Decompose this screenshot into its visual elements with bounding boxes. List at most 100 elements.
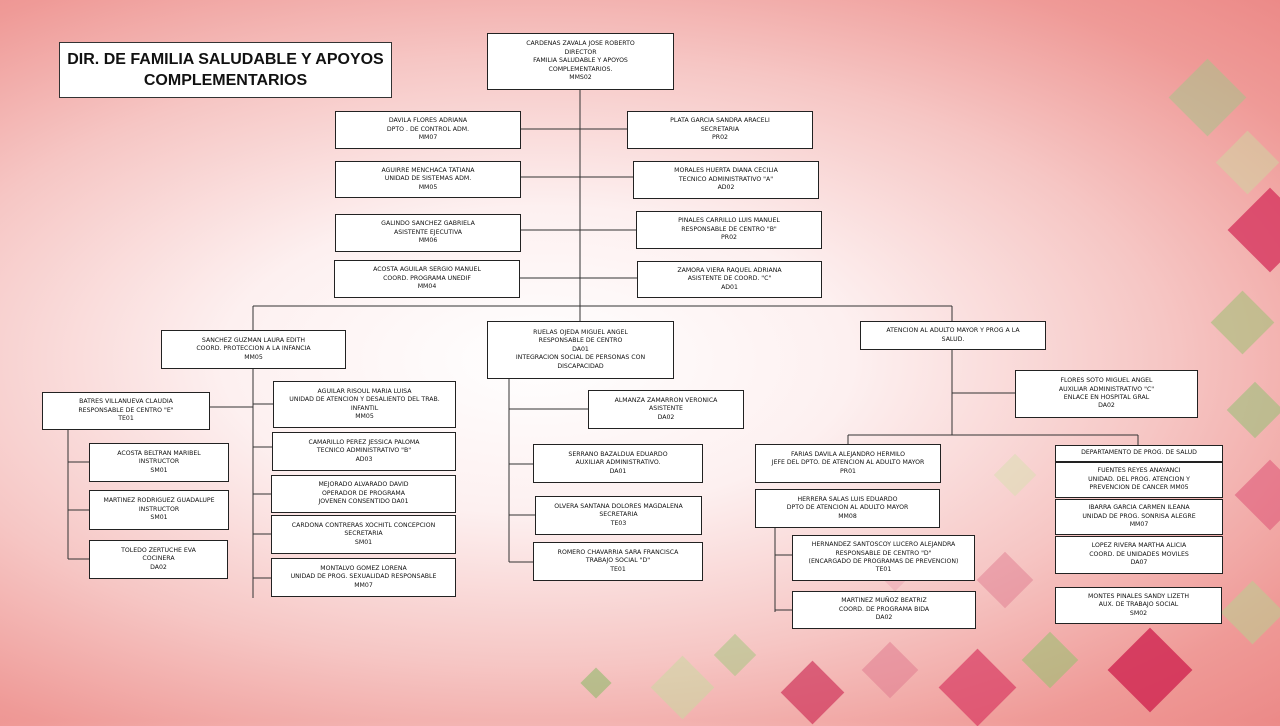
- node-text-line: UNIDAD DE SISTEMAS ADM.: [385, 175, 471, 183]
- node-text-line: MARTINEZ RODRIGUEZ GUADALUPE: [103, 497, 214, 505]
- node-text-line: DEPARTAMENTO DE PROG. DE SALUD: [1081, 449, 1197, 457]
- node-text-line: INSTRUCTOR: [139, 458, 179, 466]
- node-text-line: ASISTENTE DE COORD. "C": [688, 275, 772, 283]
- node-depto-prog-salud: DEPARTAMENTO DE PROG. DE SALUD: [1055, 445, 1223, 462]
- node-text-line: RUELAS OJEDA MIGUEL ANGEL: [533, 329, 628, 337]
- node-text-line: HERNANDEZ SANTOSCOY LUCERO ALEJANDRA: [812, 541, 956, 549]
- node-text-line: FARIAS DAVILA ALEJANDRO HERMILO: [791, 451, 905, 459]
- node-text-line: MM05: [419, 184, 438, 192]
- node-text-line: LOPEZ RIVERA MARTHA ALICIA: [1092, 542, 1186, 550]
- node-atencion-adulto-mayor: ATENCION AL ADULTO MAYOR Y PROG A LASALU…: [860, 321, 1046, 350]
- node-text-line: OLVERA SANTANA DOLORES MAGDALENA: [554, 503, 683, 511]
- node-text-line: PR02: [712, 134, 728, 142]
- node-text-line: JOVENEN CONSENTIDO DA01: [318, 498, 408, 506]
- node-text-line: JEFE DEL DPTO. DE ATENCION AL ADULTO MAY…: [772, 459, 925, 467]
- node-text-line: TECNICO ADMINISTRATIVO "A": [679, 176, 773, 184]
- node-text-line: DA02: [658, 414, 675, 422]
- node-text-line: SECRETARIA: [344, 530, 382, 538]
- node-text-line: COORD. PROTECCION A LA INFANCIA: [196, 345, 310, 353]
- node-text-line: MM05: [244, 354, 263, 362]
- node-montalvo-gomez: MONTALVO GOMEZ LORENAUNIDAD DE PROG. SEX…: [271, 558, 456, 597]
- node-text-line: RESPONSABLE DE CENTRO: [539, 337, 623, 345]
- node-text-line: MM04: [418, 283, 437, 291]
- node-text-line: SECRETARIA: [701, 126, 739, 134]
- node-text-line: TRABAJO SOCIAL "D": [586, 557, 650, 565]
- node-text-line: INSTRUCTOR: [139, 506, 179, 514]
- node-text-line: UNIDAD DE ATENCION Y DESALIENTO DEL TRAB…: [289, 396, 439, 404]
- node-serrano-bazaldua: SERRANO BAZALDUA EDUARDOAUXILIAR ADMINIS…: [533, 444, 703, 483]
- node-text-line: PINALES CARRILLO LUIS MANUEL: [678, 217, 780, 225]
- node-text-line: AD01: [721, 284, 738, 292]
- node-text-line: MM07: [419, 134, 438, 142]
- node-text-line: UNIDAD. DEL PROG. ATENCION Y: [1088, 476, 1190, 484]
- node-text-line: SALUD.: [942, 336, 965, 344]
- node-text-line: TE01: [876, 566, 892, 574]
- node-text-line: MM07: [1130, 521, 1149, 529]
- node-lopez-rivera: LOPEZ RIVERA MARTHA ALICIACOORD. DE UNID…: [1055, 536, 1223, 574]
- node-text-line: RESPONSABLE DE CENTRO "B": [681, 226, 777, 234]
- node-text-line: ACOSTA BELTRAN MARIBEL: [117, 450, 200, 458]
- node-text-line: COORD. PROGRAMA UNEDIF: [383, 275, 471, 283]
- node-text-line: PLATA GARCIA SANDRA ARACELI: [670, 117, 770, 125]
- node-toledo-zertuche: TOLEDO ZERTUCHE EVACOCINERADA02: [89, 540, 228, 579]
- node-text-line: AUX. DE TRABAJO SOCIAL: [1099, 601, 1178, 609]
- node-text-line: CAMARILLO PEREZ JESSICA PALOMA: [309, 439, 420, 447]
- node-text-line: (ENCARGADO DE PROGRAMAS DE PREVENCION): [809, 558, 959, 566]
- node-text-line: MORALES HUERTA DIANA CECILIA: [674, 167, 778, 175]
- node-text-line: AD02: [718, 184, 735, 192]
- node-text-line: AD03: [356, 456, 373, 464]
- node-text-line: DA02: [150, 564, 167, 572]
- node-text-line: ASISTENTE EJECUTIVA: [394, 229, 462, 237]
- node-text-line: COCINERA: [142, 555, 174, 563]
- node-text-line: TE01: [118, 415, 134, 423]
- node-text-line: DAVILA FLORES ADRIANA: [389, 117, 467, 125]
- node-text-line: AGUILAR RISOUL MARIA LUISA: [318, 388, 412, 396]
- node-text-line: ZAMORA VIERA RAQUEL ADRIANA: [677, 267, 781, 275]
- node-text-line: OPERADOR DE PROGRAMA: [322, 490, 405, 498]
- node-text-line: MARTINEZ MUÑOZ BEATRIZ: [841, 597, 926, 605]
- node-text-line: AUXILIAR ADMINISTRATIVO.: [575, 459, 660, 467]
- node-text-line: ASISTENTE: [649, 405, 683, 413]
- node-batres-villanueva: BATRES VILLANUEVA CLAUDIARESPONSABLE DE …: [42, 392, 210, 430]
- page-title: DIR. DE FAMILIA SALUDABLE Y APOYOS COMPL…: [59, 42, 392, 98]
- node-text-line: HERRERA SALAS LUIS EDUARDO: [797, 496, 897, 504]
- title-line-2: COMPLEMENTARIOS: [144, 70, 307, 91]
- node-text-line: SM01: [150, 467, 167, 475]
- node-text-line: COORD. DE UNIDADES MOVILES: [1089, 551, 1189, 559]
- node-text-line: IBARRA GARCIA CARMEN ILEANA: [1088, 504, 1189, 512]
- node-text-line: DA02: [876, 614, 893, 622]
- node-text-line: AUXILIAR ADMINISTRATIVO "C": [1059, 386, 1154, 394]
- node-text-line: PR02: [721, 234, 737, 242]
- node-text-line: UNIDAD DE PROG. SONRISA ALEGRE: [1082, 513, 1195, 521]
- node-text-line: CARDONA CONTRERAS XOCHITL CONCEPCION: [292, 522, 435, 530]
- node-aguirre-menchaca: AGUIRRE MENCHACA TATIANAUNIDAD DE SISTEM…: [335, 161, 521, 198]
- node-text-line: SANCHEZ GUZMAN LAURA EDITH: [202, 337, 305, 345]
- node-text-line: COMPLEMENTARIOS.: [549, 66, 613, 74]
- node-acosta-aguilar: ACOSTA AGUILAR SERGIO MANUELCOORD. PROGR…: [334, 260, 520, 298]
- node-text-line: COORD. DE PROGRAMA BIDA: [839, 606, 929, 614]
- node-text-line: DA01: [610, 468, 627, 476]
- node-text-line: MM05: [355, 413, 374, 421]
- node-text-line: CARDENAS ZAVALA JOSE ROBERTO: [526, 40, 635, 48]
- node-text-line: DIRECTOR: [564, 49, 596, 57]
- node-text-line: DA02: [1098, 402, 1115, 410]
- node-text-line: SM01: [150, 514, 167, 522]
- node-text-line: INFANTIL: [351, 405, 378, 413]
- node-text-line: RESPONSABLE DE CENTRO "D": [835, 550, 931, 558]
- node-text-line: GALINDO SANCHEZ GABRIELA: [381, 220, 475, 228]
- node-text-line: ALMANZA ZAMARRON VERONICA: [615, 397, 718, 405]
- node-text-line: UNIDAD DE PROG. SEXUALIDAD RESPONSABLE: [291, 573, 437, 581]
- node-text-line: PR01: [840, 468, 856, 476]
- node-text-line: DPTO . DE CONTROL ADM.: [387, 126, 469, 134]
- node-text-line: PREVENCION DE CANCER MM05: [1089, 484, 1188, 492]
